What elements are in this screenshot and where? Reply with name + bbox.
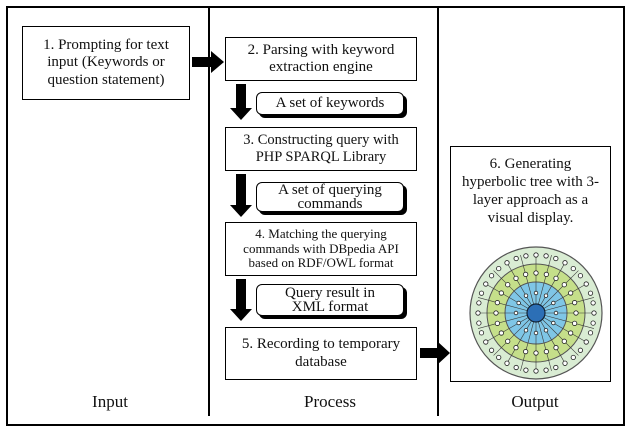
output-keywords-text: A set of keywords [275,94,385,111]
step-1-text: 1. Prompting for text input (Keywords or… [43,37,169,88]
arrow-right-icon [192,51,224,73]
column-label-process: Process [304,392,356,411]
output-commands-text: A set of querying commands [278,181,382,212]
divider-input-process [208,6,210,416]
step-2-text: 2. Parsing with keyword extraction engin… [247,41,395,75]
diagram-graphics [192,51,603,380]
output-query-result-box: Query result in XML format [256,284,404,316]
step-3-box: 3. Constructing query with PHP SPARQL Li… [225,127,417,171]
output-query-result-text: Query result in XML format [285,284,375,315]
output-keywords-box: A set of keywords [256,92,404,115]
arrow-down-icon [230,279,252,321]
output-commands-box: A set of querying commands [256,182,404,212]
step-5-box: 5. Recording to temporary database [225,327,417,380]
hyperbolic-tree-icon [469,246,603,380]
arrow-right-icon [420,341,450,365]
column-label-input: Input [92,392,128,411]
step-1-box: 1. Prompting for text input (Keywords or… [22,26,190,100]
step-2-box: 2. Parsing with keyword extraction engin… [225,37,417,81]
arrow-down-icon [230,84,252,120]
step-5-text: 5. Recording to temporary database [241,336,401,370]
arrow-down-icon [230,174,252,217]
step-6-text: 6. Generating hyperbolic tree with 3-lay… [461,156,600,226]
column-label-output: Output [511,392,559,411]
step-4-box: 4. Matching the querying commands with D… [225,222,417,276]
step-3-text: 3. Constructing query with PHP SPARQL Li… [243,132,399,165]
divider-process-output [437,6,439,416]
step-4-text: 4. Matching the querying commands with D… [243,225,399,271]
